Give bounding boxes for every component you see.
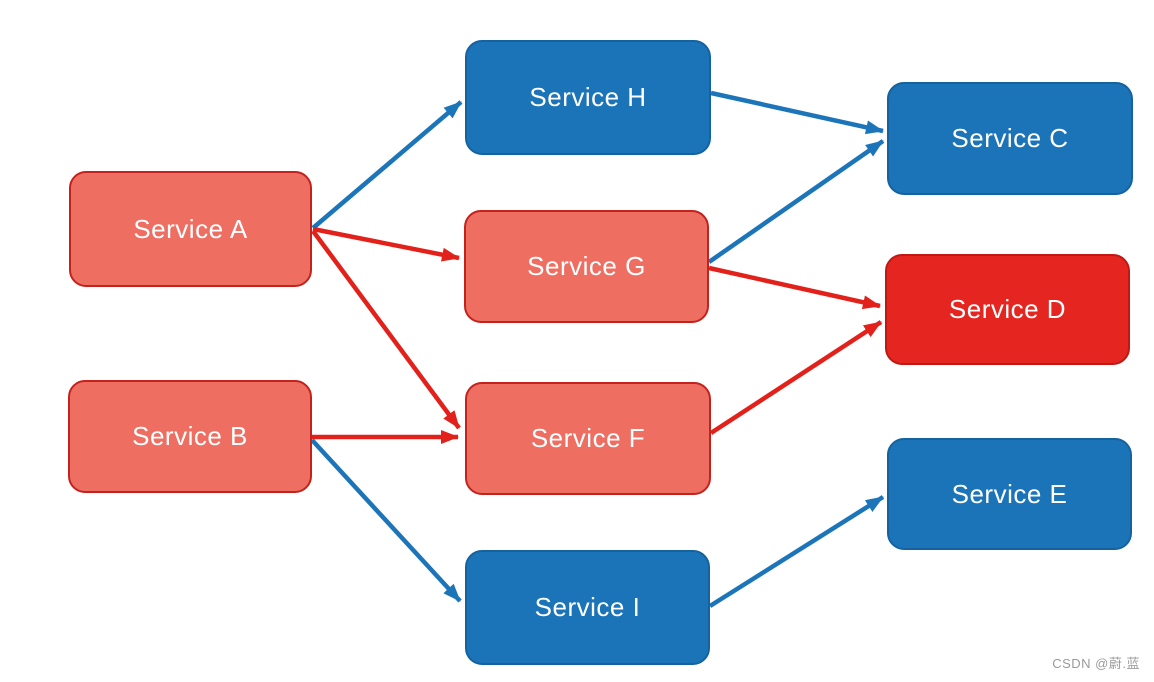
- edge-I-to-E: [708, 495, 885, 608]
- edge-H-to-C: [710, 90, 884, 135]
- service-node-label-F: Service F: [530, 423, 646, 453]
- edge-G-to-D: [708, 265, 881, 310]
- service-node-label-C: Service C: [951, 123, 1069, 153]
- service-node-A: Service A: [69, 171, 312, 287]
- service-node-label-I: Service I: [534, 592, 641, 622]
- service-node-label-G: Service G: [527, 251, 646, 281]
- service-node-C: Service C: [887, 82, 1133, 195]
- service-node-F: Service F: [465, 382, 711, 495]
- service-node-label-B: Service B: [132, 421, 248, 451]
- service-node-H: Service H: [465, 40, 711, 155]
- service-node-D: Service D: [885, 254, 1130, 365]
- edge-F-to-D: [709, 320, 883, 435]
- service-node-B: Service B: [68, 380, 312, 493]
- service-node-G: Service G: [464, 210, 709, 323]
- edge-A-to-F: [311, 229, 461, 430]
- service-node-E: Service E: [887, 438, 1132, 550]
- edge-G-to-C: [707, 139, 885, 264]
- edge-A-to-G: [312, 226, 460, 262]
- service-node-label-D: Service D: [948, 294, 1067, 324]
- edge-B-to-I: [310, 438, 462, 603]
- service-node-label-H: Service H: [529, 82, 647, 112]
- service-node-label-A: Service A: [133, 213, 248, 244]
- service-node-I: Service I: [465, 550, 710, 665]
- edge-A-to-H: [311, 100, 463, 230]
- service-node-label-E: Service E: [951, 478, 1068, 509]
- watermark: CSDN @蔚.蓝: [1052, 656, 1140, 671]
